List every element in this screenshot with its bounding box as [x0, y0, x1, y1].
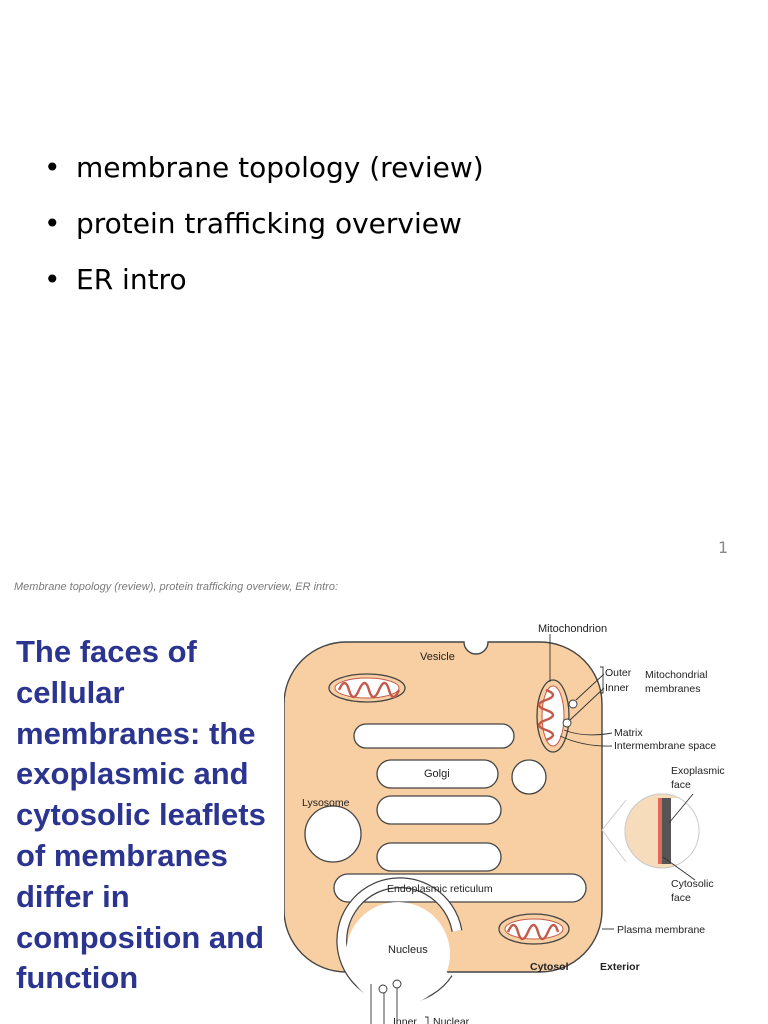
bullet-list: • membrane topology (review) • protein tra…: [44, 140, 484, 308]
golgi-cisterna-top: [353, 723, 515, 749]
membrane-faces-figure: Mitochondrion Vesicle Outer Inner Mitoch…: [284, 623, 725, 1024]
exoplasmic-leaflet: [658, 798, 662, 864]
label-exterior: Exterior: [600, 961, 640, 973]
slide-caption: Membrane topology (review), protein traf…: [14, 581, 339, 593]
bullet-glyph: •: [44, 207, 61, 240]
label-nuclear-inner: Inner: [393, 1016, 417, 1024]
bullet-item: • membrane topology (review): [44, 140, 484, 196]
label-exoplasmic-2: face: [671, 779, 691, 791]
label-plasma-membrane: Plasma membrane: [617, 924, 705, 936]
slide-heading: The faces of cellular membranes: the exo…: [16, 634, 266, 996]
lysosome: [304, 805, 362, 863]
label-cytosolic-2: face: [671, 892, 691, 904]
membrane-zoom-inset: [601, 793, 700, 869]
bullet-text: ER intro: [76, 263, 187, 296]
label-cytosol: Cytosol: [530, 961, 569, 973]
golgi-cisterna-lower: [376, 842, 502, 872]
bullet-text: membrane topology (review): [76, 151, 484, 184]
bullet-glyph: •: [44, 151, 61, 184]
label-er: Endoplasmic reticulum: [387, 883, 493, 895]
label-vesicle: Vesicle: [420, 651, 455, 663]
label-mitochondrion: Mitochondrion: [538, 623, 607, 635]
label-intermembrane-space: Intermembrane space: [614, 740, 716, 752]
mitochondrion-bottom-right: [498, 913, 570, 945]
bullet-text: protein trafficking overview: [76, 207, 462, 240]
mitochondrion-right: [536, 679, 578, 753]
cytosolic-leaflet: [662, 798, 671, 864]
bullet-glyph: •: [44, 263, 61, 296]
label-inner: Inner: [605, 682, 629, 694]
slide-upper: • membrane topology (review) • protein tra…: [44, 140, 729, 557]
golgi-cisterna-middle: [376, 795, 502, 825]
bullet-item: • ER intro: [44, 252, 484, 308]
label-lysosome: Lysosome: [302, 797, 350, 809]
label-leader-lines: [370, 634, 696, 1024]
vesicle: [511, 759, 547, 795]
golgi: [376, 759, 499, 789]
label-exoplasmic-1: Exoplasmic: [671, 765, 725, 777]
label-membranes: membranes: [645, 683, 700, 695]
label-cytosolic-1: Cytosolic: [671, 878, 714, 890]
mitochondrion-top-left: [328, 673, 406, 703]
label-nuclear: Nuclear: [433, 1016, 470, 1024]
label-matrix: Matrix: [614, 727, 643, 739]
label-nucleus: Nucleus: [388, 944, 428, 956]
label-golgi: Golgi: [424, 768, 450, 780]
nucleus: [336, 877, 463, 1006]
bullet-item: • protein trafficking overview: [44, 196, 484, 252]
page-number: 1: [718, 538, 729, 557]
label-outer: Outer: [605, 667, 632, 679]
label-mitochondrial: Mitochondrial: [645, 669, 707, 681]
